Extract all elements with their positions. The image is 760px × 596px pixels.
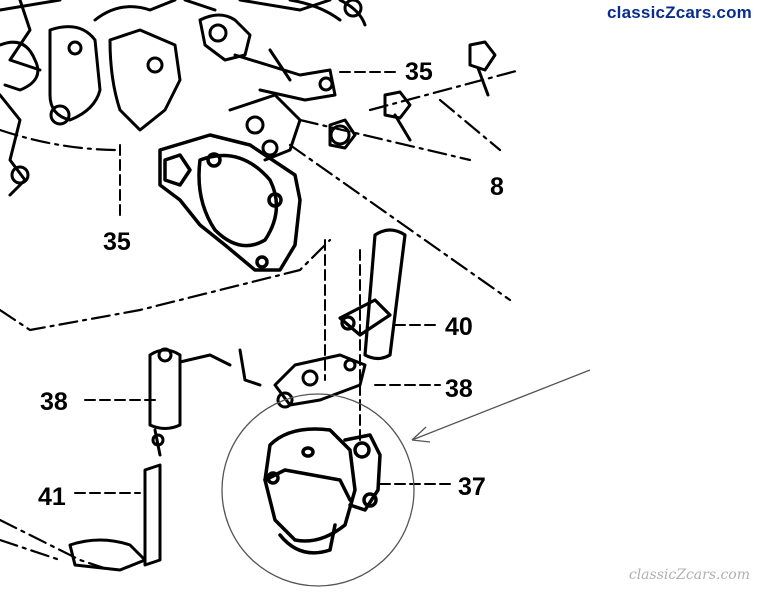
bolt-set [261,40,497,157]
callout-35-left: 35 [103,228,131,256]
rod-part-40 [338,228,407,361]
upper-linkage-assembly [0,0,367,197]
callout-37: 37 [458,473,486,501]
callout-41: 41 [38,483,66,511]
rod-part-41 [68,463,162,572]
dash-dot-reference-lines [0,68,522,572]
callout-35-top: 35 [405,58,433,86]
callout-8: 8 [490,173,504,201]
pivot-part-38-left [148,347,232,457]
leader-lines [74,71,451,494]
flange-bracket [158,133,302,272]
callout-38-left: 38 [40,388,68,416]
site-brand-logo: classicZcars.com [607,3,752,22]
site-watermark: classicZcars.com [628,567,750,583]
callout-38-right: 38 [445,375,473,403]
pointer-arrow [411,369,591,443]
bracket-part-38 [238,348,367,409]
switch-part-37 [263,427,382,555]
callout-40: 40 [445,313,473,341]
highlight-circle [221,393,415,587]
